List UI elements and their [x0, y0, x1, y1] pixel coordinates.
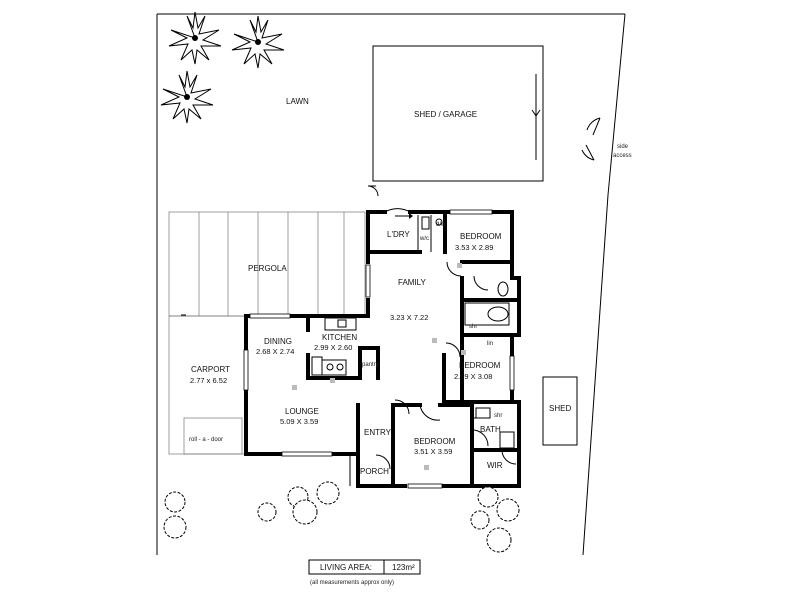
dw-label: d/w — [436, 222, 446, 228]
shrub-icon — [486, 527, 512, 553]
dining-dimensions: 2.68 X 2.74 — [256, 347, 294, 356]
shed-garage-label: SHED / GARAGE — [414, 110, 477, 119]
shed-garage: SHED / GARAGE — [372, 45, 544, 182]
wc-label: w/c — [419, 236, 429, 242]
measurement-footnote: (all measurements approx only) — [310, 580, 394, 586]
carport-dimensions: 2.77 x 6.52 — [190, 376, 227, 385]
roll-a-door-label: roll - a - door — [189, 437, 223, 443]
ensuite-shower-label: shr — [469, 324, 477, 330]
shrub-icon — [163, 515, 187, 539]
shrub-icon — [292, 499, 318, 525]
shrub-icon — [164, 491, 186, 513]
small-shed-label: SHED — [549, 404, 571, 413]
shrub-icon — [470, 510, 490, 530]
doors — [367, 185, 517, 470]
dining-label: DINING — [264, 337, 292, 346]
bedroom-2-dimensions: 2.99 X 3.08 — [454, 372, 492, 381]
entry-label: ENTRY — [364, 428, 392, 437]
shrub-icon — [257, 502, 277, 522]
kitchen-label: KITCHEN — [322, 333, 357, 342]
room-labels: L'DRY w/c d/w BEDROOM 3.53 X 2.89 FAMILY… — [256, 222, 503, 476]
wir-label: WIR — [487, 461, 503, 470]
palm-tree-3-icon — [160, 70, 214, 124]
palm-tree-2-icon — [231, 15, 285, 69]
fixtures — [292, 213, 515, 470]
shrub-icon — [477, 486, 499, 508]
living-area-box: LIVING AREA: 123m² (all measurements app… — [308, 559, 421, 586]
bedroom-3-label: BEDROOM — [414, 437, 456, 446]
living-area-value: 123m² — [392, 563, 415, 572]
linen-label: lin — [487, 341, 493, 347]
shrub-icon — [496, 498, 520, 522]
laundry-label: L'DRY — [387, 230, 410, 239]
lounge-dimensions: 5.09 X 3.59 — [280, 417, 318, 426]
lot-boundary — [156, 13, 626, 556]
bedroom-1-label: BEDROOM — [460, 232, 502, 241]
family-dimensions: 3.23 X 7.22 — [390, 313, 428, 322]
side-access-label-1: side — [617, 144, 629, 150]
bath-label: BATH — [480, 425, 501, 434]
family-label: FAMILY — [398, 278, 427, 287]
lounge-label: LOUNGE — [285, 407, 319, 416]
bedroom-2-label: BEDROOM — [459, 361, 501, 370]
lawn-label: LAWN — [286, 97, 309, 106]
interior-walls — [306, 210, 521, 488]
pergola-label: PERGOLA — [248, 264, 287, 273]
carport: CARPORT 2.77 x 6.52 roll - a - door — [168, 314, 246, 455]
carport-label: CARPORT — [191, 365, 230, 374]
palm-tree-1-icon — [168, 11, 222, 65]
side-access-label-2: access — [613, 153, 632, 159]
pantry-label: pantry — [362, 362, 379, 368]
small-shed: SHED — [542, 376, 578, 446]
side-access-gate: side access — [581, 117, 632, 161]
porch-label: PORCH — [360, 467, 389, 476]
shrub-icon — [316, 481, 340, 505]
shrubs — [163, 481, 520, 553]
bath-shower-label: shr — [494, 413, 502, 419]
kitchen-dimensions: 2.99 X 2.60 — [314, 343, 352, 352]
bedroom-1-dimensions: 3.53 X 2.89 — [455, 243, 493, 252]
living-area-label: LIVING AREA: — [320, 563, 372, 572]
pergola: PERGOLA — [168, 211, 366, 317]
bedroom-3-dimensions: 3.51 X 3.59 — [414, 447, 452, 456]
windows — [243, 209, 515, 489]
